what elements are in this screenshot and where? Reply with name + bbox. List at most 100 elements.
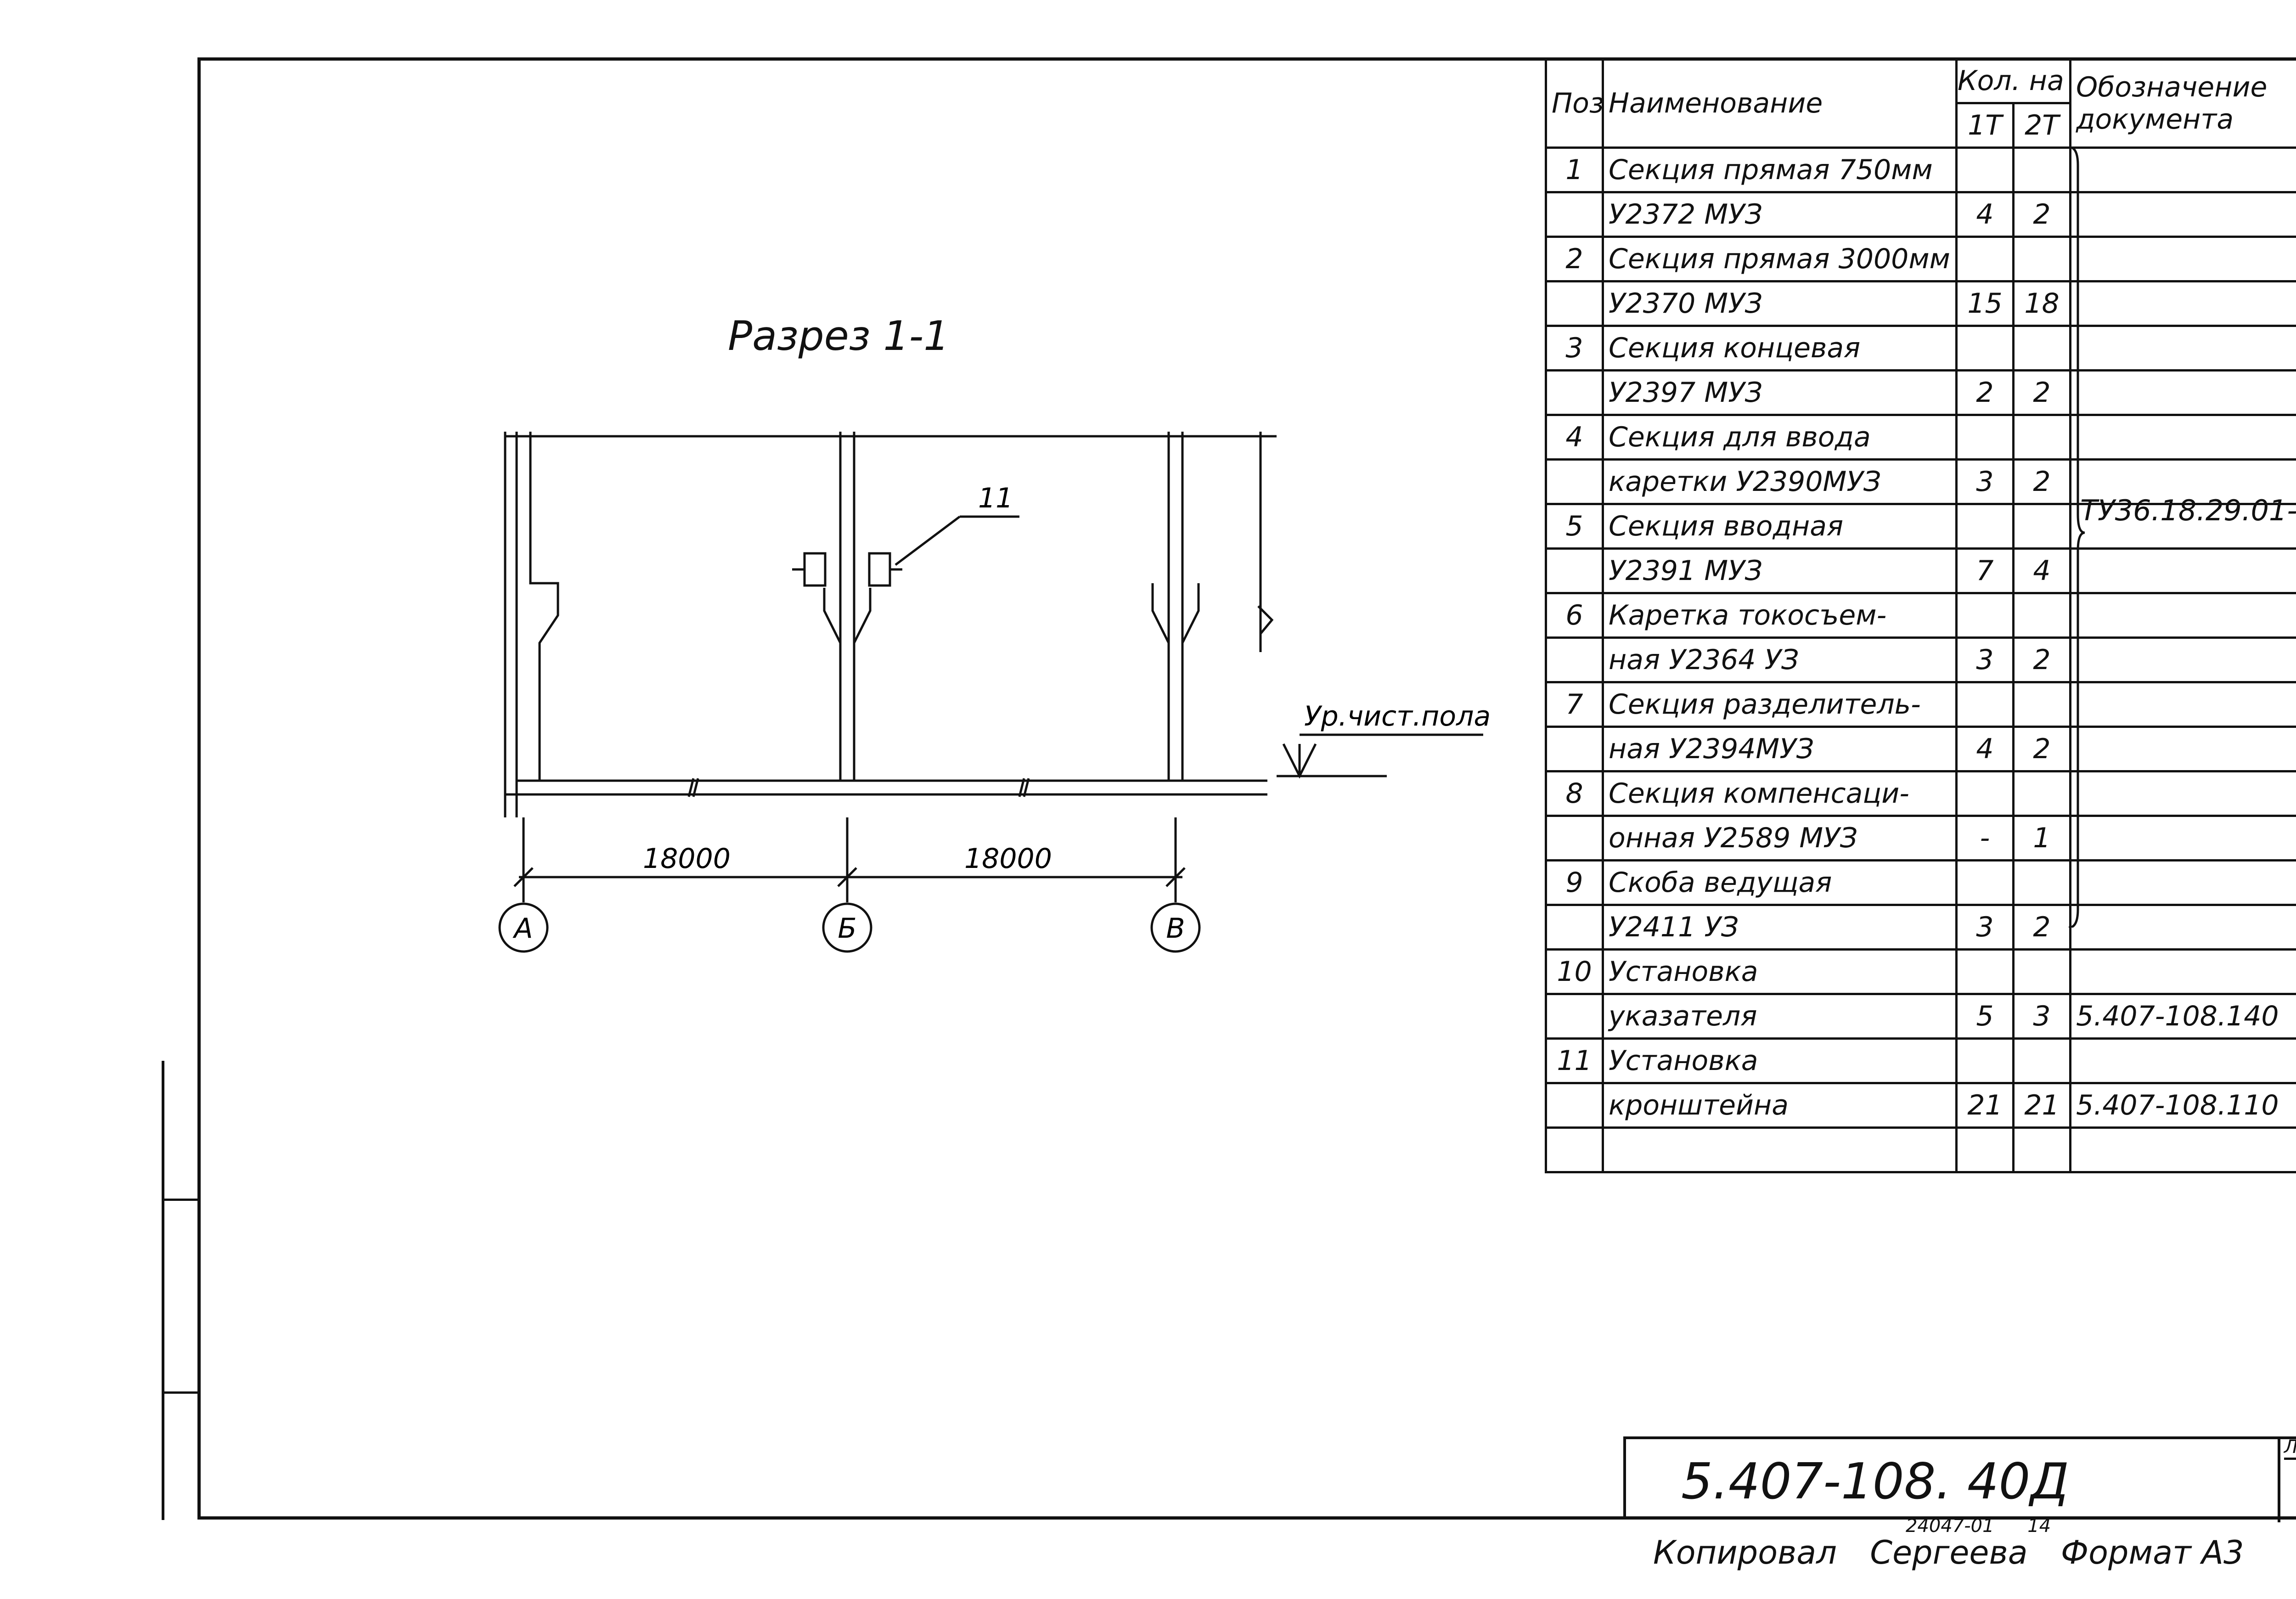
cell-pos xyxy=(1545,726,1604,772)
cell-qty-2t: 1 xyxy=(2012,815,2072,861)
cell-doc xyxy=(2069,414,2296,461)
cell-qty-1t xyxy=(1955,236,2015,282)
dim-ticks xyxy=(513,867,1186,887)
cell-name: Секция разделитель- xyxy=(1602,681,1958,728)
cell-qty-1t xyxy=(1955,770,2015,817)
cell-doc xyxy=(2069,726,2296,772)
insulator-left xyxy=(803,552,827,587)
cell-name: каретки У2390МУЗ xyxy=(1602,458,1958,505)
cell-doc xyxy=(2069,592,2296,639)
section-drawing: 11 Ур.чист.пола 18000 18000 А Б В xyxy=(498,432,1491,953)
axis-label-a: А xyxy=(512,912,533,945)
cell-qty-2t xyxy=(2012,681,2072,728)
cell-name: Секция прямая 3000мм xyxy=(1602,236,1958,282)
cell-pos: 4 xyxy=(1545,414,1604,461)
cell-qty-1t xyxy=(1955,859,2015,906)
table-subheader-row: 1Т 2Т xyxy=(1546,102,2296,149)
cell-pos: 3 xyxy=(1545,325,1604,372)
cell-name xyxy=(1602,1126,1958,1173)
cell-name: ная У2394МУЗ xyxy=(1602,726,1958,772)
cell-qty-1t: 3 xyxy=(1955,904,2015,951)
cell-qty-2t xyxy=(2012,770,2072,817)
cell-name: онная У2589 МУЗ xyxy=(1602,815,1958,861)
cell-pos xyxy=(1545,1082,1604,1129)
insulator-right xyxy=(868,552,891,587)
cell-doc xyxy=(2069,191,2296,238)
table-row: онная У2589 МУЗ-1 xyxy=(1545,815,2296,861)
cell-doc xyxy=(2069,146,2296,193)
axis-circle-b xyxy=(822,902,872,953)
sheet-box: Лист 2 xyxy=(2278,1436,2296,1522)
cell-qty-2t: 4 xyxy=(2012,547,2072,594)
cell-name: Каретка токосъем- xyxy=(1602,592,1958,639)
cell-name: кронштейна xyxy=(1602,1082,1958,1129)
cell-qty-2t xyxy=(2012,948,2072,995)
cell-pos: 11 xyxy=(1545,1037,1604,1084)
document-code: 5.407-108. 40Д xyxy=(1681,1453,2069,1510)
title-block: 5.407-108. 40Д Лист 2 xyxy=(1623,1436,2296,1522)
cell-qty-1t xyxy=(1955,948,2015,995)
binding-strip xyxy=(162,1061,200,1520)
cell-qty-2t: 21 xyxy=(2012,1082,2072,1129)
strip-divider xyxy=(164,1199,200,1201)
cell-qty-2t xyxy=(2012,146,2072,193)
cell-qty-2t xyxy=(2012,325,2072,372)
cell-qty-1t: 21 xyxy=(1955,1082,2015,1129)
axis-circle-c xyxy=(1150,902,1201,953)
copier-name: Сергеева xyxy=(1870,1534,2028,1571)
cell-pos xyxy=(1545,458,1604,505)
cell-qty-2t xyxy=(2012,503,2072,550)
footer-stamp: 24047-01 14 xyxy=(1906,1515,2051,1537)
cell-name: Установка xyxy=(1602,1037,1958,1084)
cell-qty-2t: 3 xyxy=(2012,993,2072,1040)
strip-divider xyxy=(164,1391,200,1394)
cell-qty-1t xyxy=(1955,503,2015,550)
cell-doc xyxy=(2069,325,2296,372)
cell-name: У2397 МУЗ xyxy=(1602,369,1958,416)
callout-leader xyxy=(895,516,961,566)
cell-qty-1t: 3 xyxy=(1955,636,2015,683)
cell-name: Секция концевая xyxy=(1602,325,1958,372)
cell-qty-1t xyxy=(1955,1126,2015,1173)
cell-doc xyxy=(2069,369,2296,416)
dimension-bc: 18000 xyxy=(964,843,1052,875)
cell-pos xyxy=(1545,993,1604,1040)
cell-doc xyxy=(2069,815,2296,861)
header-qty: Кол. на линию xyxy=(1955,57,2072,104)
cell-qty-1t: 2 xyxy=(1955,369,2015,416)
floor-level-label: Ур.чист.пола xyxy=(1304,700,1491,732)
callout-number: 11 xyxy=(978,482,1013,514)
cell-name: У2391 МУЗ xyxy=(1602,547,1958,594)
cell-qty-2t xyxy=(2012,1126,2072,1173)
cell-pos xyxy=(1545,815,1604,861)
cell-pos xyxy=(1545,369,1604,416)
cell-qty-1t xyxy=(1955,325,2015,372)
drawing-frame xyxy=(197,57,2296,1520)
axis-label-b: Б xyxy=(838,912,856,945)
cell-qty-1t: 5 xyxy=(1955,993,2015,1040)
cell-doc xyxy=(2069,681,2296,728)
cell-doc xyxy=(2069,770,2296,817)
cell-qty-2t: 2 xyxy=(2012,636,2072,683)
right-wall-break xyxy=(1257,605,1274,635)
cell-pos: 6 xyxy=(1545,592,1604,639)
cell-doc: 5.407-108.110 xyxy=(2069,1082,2296,1129)
grouped-doc-label: ТУ36.18.29.01-5-87 xyxy=(2080,494,2296,527)
cell-pos: 9 xyxy=(1545,859,1604,906)
cell-doc xyxy=(2069,503,2296,550)
header-name: Наименование xyxy=(1602,57,1958,149)
cell-name: У2370 МУЗ xyxy=(1602,280,1958,327)
cell-name: Секция для ввода xyxy=(1602,414,1958,461)
